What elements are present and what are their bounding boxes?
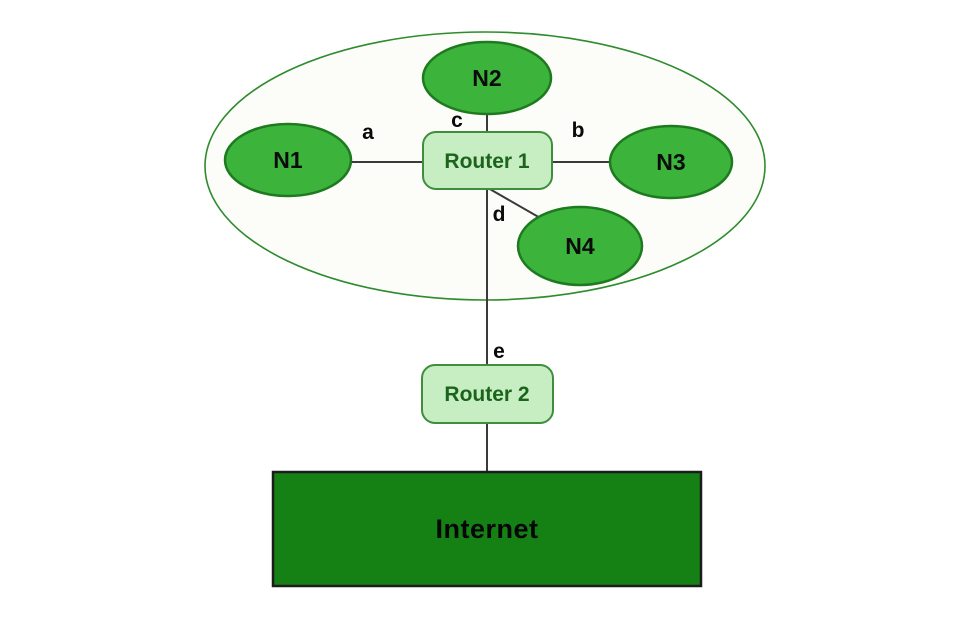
node-n1-ellipse: [223, 122, 353, 198]
link-a-label: a: [362, 121, 374, 144]
node-n3-label: N3: [656, 149, 685, 175]
router1-label: Router 1: [444, 150, 530, 173]
node-n3-ellipse: [608, 124, 734, 200]
link-d-label: d: [493, 203, 506, 226]
link-c-label: c: [451, 109, 463, 132]
node-n2-label: N2: [472, 65, 501, 91]
link-e-label: e: [493, 340, 505, 363]
node-n4-ellipse: [516, 205, 644, 287]
node-n4-label: N4: [565, 233, 595, 259]
internet-box: [271, 470, 703, 588]
router1-box: [422, 131, 553, 190]
internet-label: Internet: [435, 514, 538, 544]
node-n2-ellipse: [421, 40, 553, 116]
node-n1-label: N1: [273, 147, 303, 173]
link-d-line: [487, 187, 543, 220]
router2-label: Router 2: [444, 383, 529, 406]
link-b-label: b: [572, 119, 585, 142]
router2-box: [421, 364, 554, 424]
